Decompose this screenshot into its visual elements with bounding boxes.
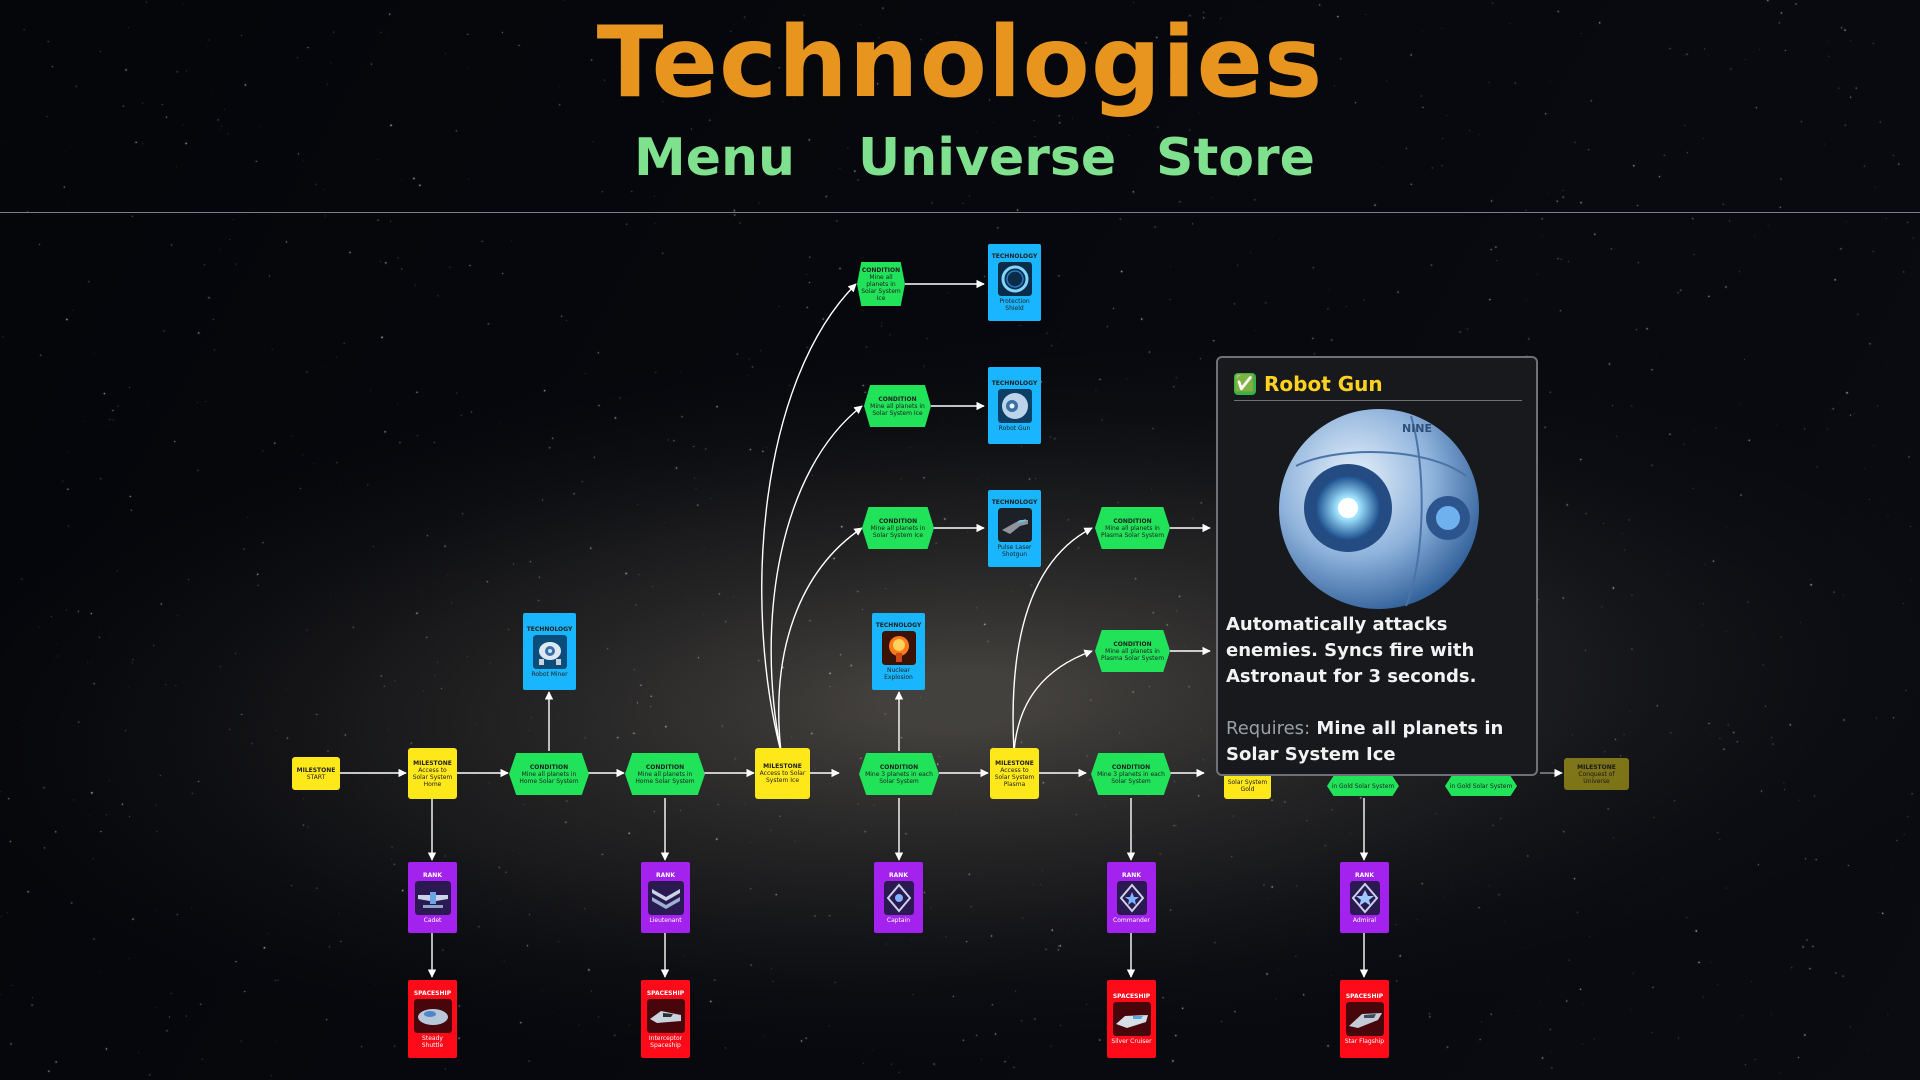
shuttle-icon [413, 998, 452, 1033]
nav-store[interactable]: Store [1156, 128, 1315, 188]
requires-label: Requires: [1226, 718, 1311, 739]
star-badge-icon [1116, 880, 1147, 915]
condition-node[interactable]: CONDITION Mine all planets in Solar Syst… [857, 262, 905, 306]
tech-pulse-laser-shotgun[interactable]: TECHNOLOGY Pulse Laser Shotgun [988, 490, 1041, 567]
requires-value: Mine all planets in Solar System Ice [1226, 718, 1504, 765]
condition-node[interactable]: CONDITION Mine all planets in Home Solar… [509, 753, 589, 795]
wings-badge-icon [414, 880, 451, 915]
rank-commander[interactable]: RANK Commander [1107, 862, 1156, 933]
spaceship-star-flagship[interactable]: SPACESHIP Star Flagship [1340, 980, 1389, 1058]
nav-universe[interactable]: Universe [858, 128, 1117, 188]
milestone-conquest[interactable]: MILESTONE Conquest of Universe [1564, 758, 1629, 790]
explosion-icon [881, 631, 916, 665]
condition-node[interactable]: CONDITION Mine all planets in Plasma Sol… [1095, 630, 1170, 672]
spaceship-icon [646, 998, 685, 1033]
condition-node[interactable]: CONDITION Mine all planets in Solar Syst… [862, 507, 934, 549]
shield-ring-icon [997, 262, 1032, 296]
milestone-start[interactable]: MILESTONE START [292, 757, 340, 790]
spaceship-icon [1345, 1002, 1384, 1036]
nav-menu[interactable]: Menu [634, 128, 796, 188]
condition-node[interactable]: CONDITION Mine 3 planets in each Solar S… [859, 753, 939, 795]
tooltip-title: Robot Gun [1264, 372, 1383, 396]
spaceship-interceptor[interactable]: SPACESHIP Interceptor Spaceship [641, 980, 690, 1058]
rank-cadet[interactable]: RANK Cadet [408, 862, 457, 933]
condition-node[interactable]: CONDITION Mine all planets in Home Solar… [625, 753, 705, 795]
tech-nuclear-explosion[interactable]: TECHNOLOGY Nuclear Explosion [872, 613, 925, 690]
star-badge-icon [1349, 880, 1380, 915]
page-title: Technologies [596, 6, 1324, 120]
tech-robot-gun[interactable]: TECHNOLOGY Robot Gun [988, 367, 1041, 444]
milestone-solar-ice[interactable]: MILESTONE Access to Solar System Ice [755, 748, 810, 799]
condition-node[interactable]: CONDITION Mine 3 planets in each Solar S… [1091, 753, 1171, 795]
chevron-badge-icon [647, 880, 684, 915]
tech-protection-shield[interactable]: TECHNOLOGY Protection Shield [988, 244, 1041, 321]
tooltip-header: ✅ Robot Gun [1234, 368, 1522, 401]
svg-text:NINE: NINE [1402, 422, 1432, 435]
spaceship-steady-shuttle[interactable]: SPACESHIP Steady Shuttle [408, 980, 457, 1058]
condition-node[interactable]: CONDITION Mine all planets in Solar Syst… [864, 385, 931, 427]
check-icon: ✅ [1234, 373, 1256, 395]
tooltip-requirements: Requires: Mine all planets in Solar Syst… [1226, 716, 1532, 768]
rank-lieutenant[interactable]: RANK Lieutenant [641, 862, 690, 933]
rank-captain[interactable]: RANK Captain [874, 862, 923, 933]
spaceship-silver-cruiser[interactable]: SPACESHIP Silver Cruiser [1107, 980, 1156, 1058]
condition-node[interactable]: in Gold Solar System [1445, 776, 1517, 796]
shotgun-icon [997, 508, 1032, 542]
tech-robot-miner[interactable]: TECHNOLOGY Robot Miner [523, 613, 576, 690]
milestone-solar-gold[interactable]: Solar System Gold [1224, 772, 1271, 799]
star-badge-icon [883, 880, 914, 915]
spaceship-icon [1112, 1002, 1151, 1036]
header-divider [0, 212, 1920, 213]
condition-node[interactable]: in Gold Solar System [1327, 776, 1399, 796]
rank-admiral[interactable]: RANK Admiral [1340, 862, 1389, 933]
robot-sphere-icon [997, 388, 1032, 423]
robot-drone-icon [532, 634, 567, 669]
robot-sphere-icon: NINE [1279, 409, 1479, 609]
tech-tooltip: ✅ Robot Gun NINE Automatically attacks e… [1216, 356, 1538, 776]
milestone-solar-home[interactable]: MILESTONE Access to Solar System Home [408, 748, 457, 799]
milestone-solar-plasma[interactable]: MILESTONE Access to Solar System Plasma [990, 748, 1039, 799]
condition-node[interactable]: CONDITION Mine all planets in Plasma Sol… [1095, 507, 1170, 549]
tooltip-description: Automatically attacks enemies. Syncs fir… [1226, 614, 1477, 687]
